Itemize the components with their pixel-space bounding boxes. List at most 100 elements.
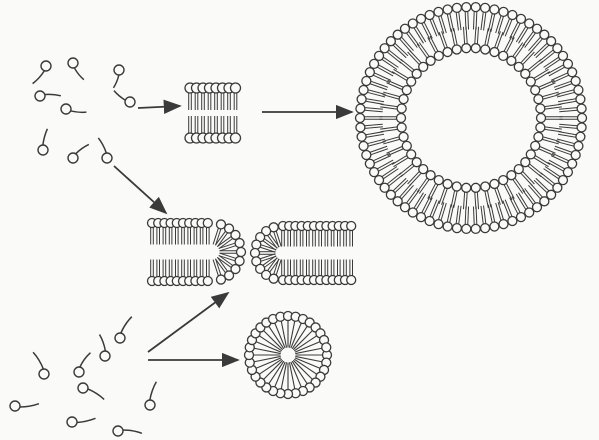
lipid-tail [114, 91, 125, 101]
lipid-head [481, 182, 490, 191]
arrow-free-lipid-cluster-to-bilayer-with-curved-edge [114, 166, 166, 213]
lipid-head [359, 141, 368, 150]
lipid-head [68, 153, 78, 163]
lipid-head [434, 176, 443, 185]
lipid-tail [459, 206, 461, 224]
lipid-molecule [347, 222, 356, 247]
free-lipid-cluster [33, 58, 135, 163]
lipid-head [434, 51, 443, 60]
free-lipid [100, 335, 110, 361]
lipid-head [443, 179, 452, 188]
lipid-head [490, 5, 499, 14]
lipid-head [525, 208, 534, 217]
lipid-head [574, 86, 583, 95]
lipid-head [576, 132, 585, 141]
lipid-head [452, 3, 461, 12]
lipid-molecule [462, 206, 471, 233]
lipid-head [115, 333, 125, 343]
lipid-molecule [399, 158, 421, 177]
lipid-tail [121, 317, 132, 333]
lipid-head [407, 77, 416, 86]
lipid-head [490, 222, 499, 231]
lipid-tail [534, 43, 547, 55]
lipid-tail [77, 418, 96, 422]
lipid-head [452, 182, 461, 191]
lipid-tail [365, 124, 383, 126]
lipid-tail [456, 13, 458, 31]
lipid-head [531, 86, 540, 95]
lipid-head [490, 179, 499, 188]
lipid-molecule [231, 83, 241, 110]
lipid-head [68, 58, 78, 68]
lipid-head [356, 114, 365, 123]
lipid-tail [558, 134, 576, 137]
lipid-tail [545, 104, 562, 106]
lipid-head [471, 224, 480, 233]
lipid-tail [371, 149, 388, 155]
lipid-head [481, 224, 490, 233]
lipid-tail [545, 129, 562, 131]
free-lipid [61, 104, 86, 114]
lipid-head [399, 95, 408, 104]
lipid-molecule [347, 260, 356, 285]
lipid-tail [33, 352, 43, 369]
lipid-tail [291, 362, 301, 387]
lipid-tail [536, 178, 549, 190]
lipid-tail [536, 45, 549, 57]
lipid-head [471, 183, 480, 192]
lipid-head [67, 417, 77, 427]
free-lipid [113, 65, 124, 88]
lipid-molecule [514, 50, 534, 71]
lipid-head [365, 68, 374, 77]
lipid-tail [295, 356, 321, 361]
lipid-head [471, 3, 480, 12]
lipid-tail [256, 358, 281, 368]
free-lipid [67, 417, 95, 427]
lipid-head [35, 91, 45, 101]
lipid-molecule [536, 123, 562, 132]
lipid-head [252, 240, 261, 249]
free-lipid [10, 401, 39, 411]
lipid-head [471, 44, 480, 53]
lipid-head [78, 383, 88, 393]
lipid-head [356, 104, 365, 113]
lipid-head [452, 45, 461, 54]
lipid-tail [559, 124, 577, 126]
lipid-head [516, 213, 525, 222]
lipid-head [571, 77, 580, 86]
lipid-head [362, 77, 371, 86]
lipid-head [534, 95, 543, 104]
lipid-tail [441, 203, 446, 220]
lipid-head [125, 97, 135, 107]
lipid-molecule [462, 3, 471, 30]
lipid-head [481, 45, 490, 54]
lipid-head [417, 14, 426, 23]
lipid-tail [295, 358, 320, 368]
lipid-head [462, 183, 471, 192]
liposome [356, 3, 587, 234]
lipid-head [452, 224, 461, 233]
lipid-tail [289, 321, 294, 347]
lipid-head [499, 7, 508, 16]
lipid-molecule [559, 104, 586, 113]
free-lipid [74, 353, 90, 377]
lipid-tail [481, 12, 483, 30]
lipid-head [375, 176, 384, 185]
lipid-tail [365, 108, 383, 110]
lipid-head [574, 141, 583, 150]
free-lipid [33, 352, 49, 379]
lipid-head [425, 216, 434, 225]
lipid-tail [496, 16, 501, 33]
lipid-molecule [451, 28, 461, 54]
lipid-molecule [558, 132, 585, 142]
lipid-head [74, 367, 84, 377]
lipid-molecule [399, 59, 421, 78]
lipid-molecule [380, 104, 406, 113]
lipid-molecule [481, 3, 490, 30]
lipid-head [578, 114, 587, 123]
lipid-head [347, 276, 356, 285]
lipid-head [531, 141, 540, 150]
lipid-tail [254, 348, 280, 353]
free-lipid [68, 144, 89, 163]
lipid-tail [555, 84, 572, 90]
